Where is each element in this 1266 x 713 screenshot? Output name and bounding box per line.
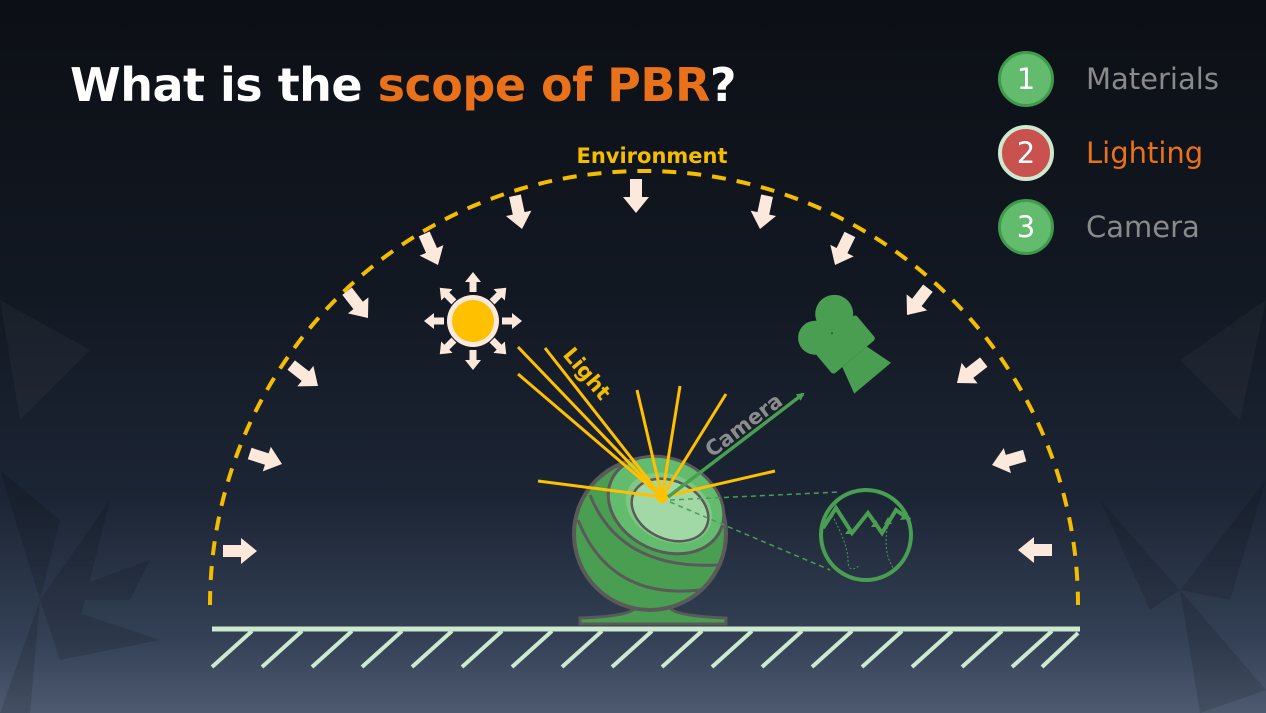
camera-ray (666, 392, 805, 499)
ground-plane (210, 626, 1080, 669)
sun-icon (424, 272, 522, 370)
legend-label-lighting: Lighting (1086, 136, 1204, 170)
title-highlight: scope of PBR (377, 58, 711, 112)
light-rays (516, 345, 776, 503)
title-suffix: ? (709, 58, 737, 112)
step-badge-3: 3 (998, 199, 1054, 255)
camera-icon (798, 294, 891, 394)
legend-label-materials: Materials (1086, 62, 1219, 96)
legend-item-lighting: 2 Lighting (998, 122, 1203, 184)
camera-label: Camera (701, 389, 788, 462)
sphere-object (572, 454, 728, 626)
legend-item-camera: 3 Camera (998, 196, 1200, 258)
environment-dome: Environment (208, 144, 1080, 606)
environment-label: Environment (576, 144, 727, 168)
title-prefix: What is the (70, 58, 378, 112)
legend-item-materials: 1 Materials (998, 48, 1219, 110)
page-title: What is the scope of PBR? (70, 58, 737, 112)
microfacet-detail (669, 488, 913, 582)
step-badge-2: 2 (998, 125, 1054, 181)
legend-label-camera: Camera (1086, 210, 1200, 244)
step-badge-1: 1 (998, 51, 1054, 107)
